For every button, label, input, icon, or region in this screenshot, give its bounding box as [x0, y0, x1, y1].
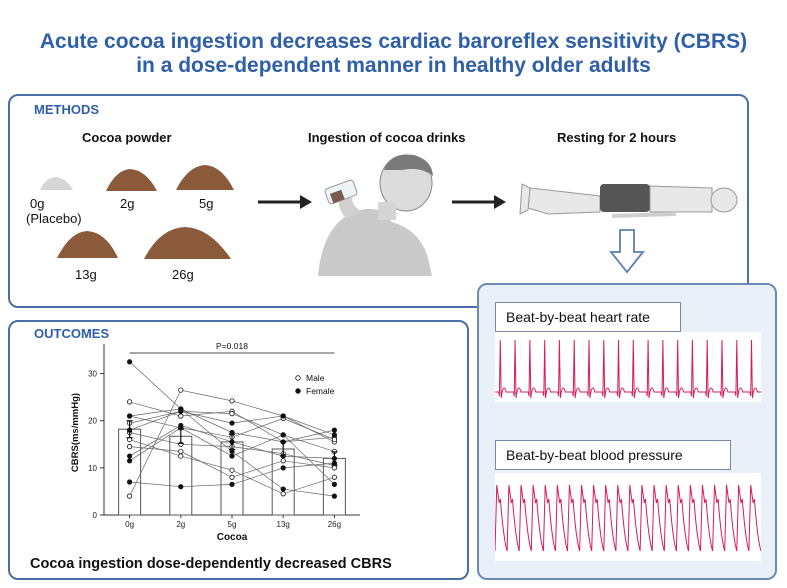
male-point — [178, 448, 184, 454]
arrow-right-icon — [258, 195, 312, 209]
bar — [169, 435, 193, 516]
x-tick-label: 0g — [125, 520, 134, 529]
female-point — [127, 458, 133, 464]
male-point — [178, 413, 184, 419]
female-point — [127, 453, 133, 459]
lying-person-icon — [519, 183, 738, 218]
legend-label: Female — [306, 386, 335, 396]
male-point — [229, 467, 235, 473]
x-axis-label: Cocoa — [217, 532, 248, 543]
female-point — [280, 432, 286, 438]
female-point — [127, 479, 133, 485]
powder-pile-26g-icon — [144, 227, 231, 259]
heart-rate-label: Beat-by-beat heart rate — [495, 302, 681, 332]
x-tick-label: 5g — [228, 520, 237, 529]
dose-label-2g: 2g — [120, 196, 135, 211]
dose-sublabel-placebo: (Placebo) — [26, 211, 82, 226]
male-point — [280, 458, 286, 464]
female-point — [178, 408, 184, 414]
page-title-line1: Acute cocoa ingestion decreases cardiac … — [39, 30, 748, 53]
powder-pile-5g-icon — [176, 165, 234, 190]
female-point — [331, 481, 337, 487]
dose-label-13g: 13g — [75, 267, 97, 282]
chart-error-bars — [126, 420, 338, 466]
female-point — [331, 432, 337, 438]
female-point — [280, 465, 286, 471]
resting-title: Resting for 2 hours — [557, 130, 677, 145]
y-tick-label: 0 — [93, 511, 98, 520]
male-point — [331, 465, 337, 471]
female-point — [331, 427, 337, 433]
ingestion-title: Ingestion of cocoa drinks — [308, 130, 466, 145]
chart-text: 0 10 20 30 0g 2g 5g 13g 26g P=0.018MaleFemaleCoco… — [70, 341, 341, 543]
male-point — [331, 436, 337, 443]
female-point — [178, 484, 184, 490]
dose-label-5g: 5g — [199, 196, 214, 211]
male-point — [331, 474, 337, 480]
blood-pressure-waveform — [494, 484, 762, 552]
conclusion-text: Cocoa ingestion dose-dependently decreas… — [30, 556, 392, 572]
male-point — [229, 411, 235, 417]
arrow-right-icon — [452, 195, 506, 209]
female-point — [229, 420, 235, 426]
placebo-powder-pile-icon — [40, 177, 73, 190]
female-point — [229, 481, 235, 487]
female-point — [280, 486, 286, 492]
page-title-line2: in a dose-dependent manner in healthy ol… — [136, 54, 651, 77]
y-tick-label: 10 — [88, 464, 97, 473]
cocoa-powder-title: Cocoa powder — [82, 130, 172, 145]
female-point — [127, 413, 133, 419]
dose-label-26g: 26g — [172, 267, 194, 282]
blood-pressure-label: Beat-by-beat blood pressure — [495, 440, 731, 470]
x-tick-label: 13g — [277, 520, 290, 529]
male-point — [229, 474, 235, 480]
female-point — [229, 453, 235, 459]
male-point — [178, 387, 184, 393]
male-point — [127, 493, 133, 499]
heart-rate-waveform — [495, 339, 761, 399]
male-point — [178, 453, 184, 459]
methods-heading: METHODS — [34, 102, 99, 117]
female-point — [280, 413, 286, 419]
male-point — [127, 444, 133, 450]
heart-rate-trace-plot — [495, 339, 761, 399]
y-tick-label: 20 — [88, 417, 97, 426]
male-point — [229, 398, 235, 404]
y-tick-label: 30 — [88, 370, 97, 379]
female-point — [331, 493, 337, 499]
powder-pile-13g-icon — [57, 231, 118, 258]
heart-rate-trace — [495, 332, 761, 402]
p-value-label: P=0.018 — [216, 341, 248, 351]
blood-pressure-trace-plot — [494, 484, 762, 552]
legend-marker — [295, 388, 301, 394]
male-point — [127, 399, 133, 405]
x-tick-label: 2g — [176, 520, 185, 529]
outcomes-heading: OUTCOMES — [34, 326, 110, 341]
female-point — [127, 359, 133, 365]
y-axis-label: CBRS(ms/mmHg) — [70, 393, 81, 472]
drinking-person-icon — [318, 154, 433, 276]
male-point — [280, 491, 286, 497]
arrow-down-outline-icon — [609, 229, 645, 274]
x-tick-label: 26g — [328, 520, 341, 529]
dose-label-0g: 0g — [30, 196, 45, 211]
cbrs-chart: 0 10 20 30 0g 2g 5g 13g 26g P=0.018MaleFemaleCoco… — [70, 341, 360, 543]
legend-marker — [295, 375, 301, 381]
powder-pile-2g-icon — [106, 169, 157, 191]
legend-label: Male — [306, 373, 325, 383]
blood-pressure-trace — [494, 473, 762, 561]
